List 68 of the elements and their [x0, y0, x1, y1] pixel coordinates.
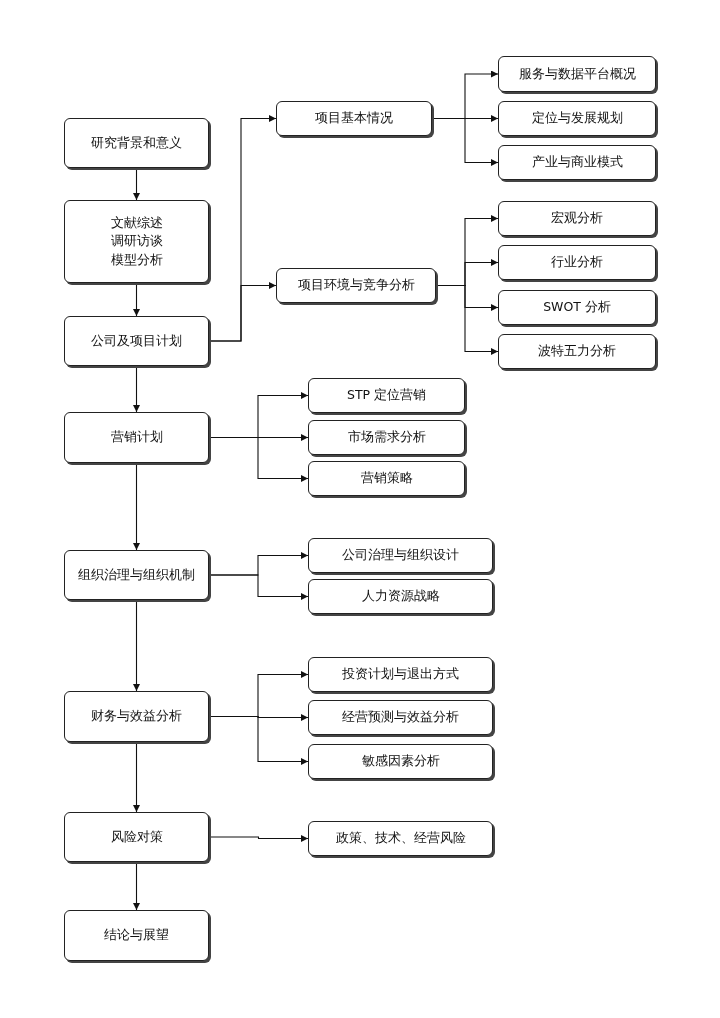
process-box: [498, 56, 656, 92]
process-box: [308, 420, 465, 455]
process-box: [64, 200, 209, 283]
box-label: 项目基本情况: [315, 109, 393, 128]
box-label: 调研访谈: [110, 232, 163, 251]
process-box: [498, 145, 656, 180]
box-label: 文献综述: [110, 214, 163, 233]
box-label: 结论与展望: [104, 926, 169, 945]
arrow: [133, 167, 140, 201]
box-label: 营销策略: [360, 469, 413, 488]
arrow: [208, 715, 309, 765]
box-label: 组织治理与组织机制: [78, 565, 195, 584]
process-box: [308, 744, 493, 779]
box-label: 产业与商业模式: [531, 153, 623, 172]
box-label: 公司治理与组织设计: [342, 546, 459, 565]
arrow: [133, 365, 140, 413]
process-box: [308, 821, 493, 856]
process-box: [64, 812, 209, 862]
process-box: [498, 245, 656, 280]
process-box: [64, 118, 209, 168]
box-label: 公司及项目计划: [91, 331, 182, 350]
box-label: 服务与数据平台概况: [518, 64, 636, 83]
arrow: [133, 599, 140, 692]
box-label: 人力资源战略: [361, 587, 440, 606]
box-label: 敏感因素分析: [361, 752, 440, 771]
process-box: [498, 101, 656, 136]
box-label: 宏观分析: [551, 209, 603, 228]
arrow: [208, 436, 309, 482]
arrow: [208, 282, 277, 342]
box-label: 财务与效益分析: [91, 707, 182, 726]
arrow: [435, 284, 499, 355]
process-box: [276, 268, 436, 303]
box-label: 模型分析: [110, 250, 163, 269]
box-label: 研究背景和意义: [91, 133, 182, 152]
process-box: [64, 316, 209, 366]
box-label: 波特五力分析: [538, 342, 616, 361]
box-label: 经营预测与效益分析: [342, 708, 459, 727]
arrow: [208, 574, 309, 600]
box-label: 风险对策: [110, 827, 163, 846]
box-label: STP 定位营销: [346, 386, 427, 405]
process-box: [64, 412, 209, 463]
process-box: [498, 290, 656, 325]
box-label: 项目环境与竞争分析: [297, 276, 415, 295]
arrow: [431, 117, 499, 166]
process-box: [308, 700, 493, 735]
process-box: [308, 538, 493, 573]
box-label: 定位与发展规划: [531, 109, 623, 128]
process-box: [64, 691, 209, 742]
arrow: [133, 462, 140, 551]
process-box: [64, 550, 209, 600]
arrow: [133, 741, 140, 813]
process-box: [276, 101, 432, 136]
arrow: [133, 282, 140, 317]
process-box: [64, 910, 209, 961]
box-label: SWOT 分析: [543, 298, 611, 317]
box-label: 行业分析: [551, 253, 603, 272]
process-box: [308, 378, 465, 413]
box-label: 投资计划与退出方式: [342, 665, 459, 684]
process-box: [308, 657, 493, 692]
box-label: 政策、技术、经营风险: [335, 829, 466, 848]
process-box: [498, 334, 656, 369]
arrow: [208, 835, 309, 842]
process-box: [308, 579, 493, 614]
arrow: [133, 861, 140, 911]
box-label: 市场需求分析: [347, 428, 426, 447]
process-box: [308, 461, 465, 496]
process-box: [498, 201, 656, 236]
box-label: 营销计划: [110, 428, 163, 447]
